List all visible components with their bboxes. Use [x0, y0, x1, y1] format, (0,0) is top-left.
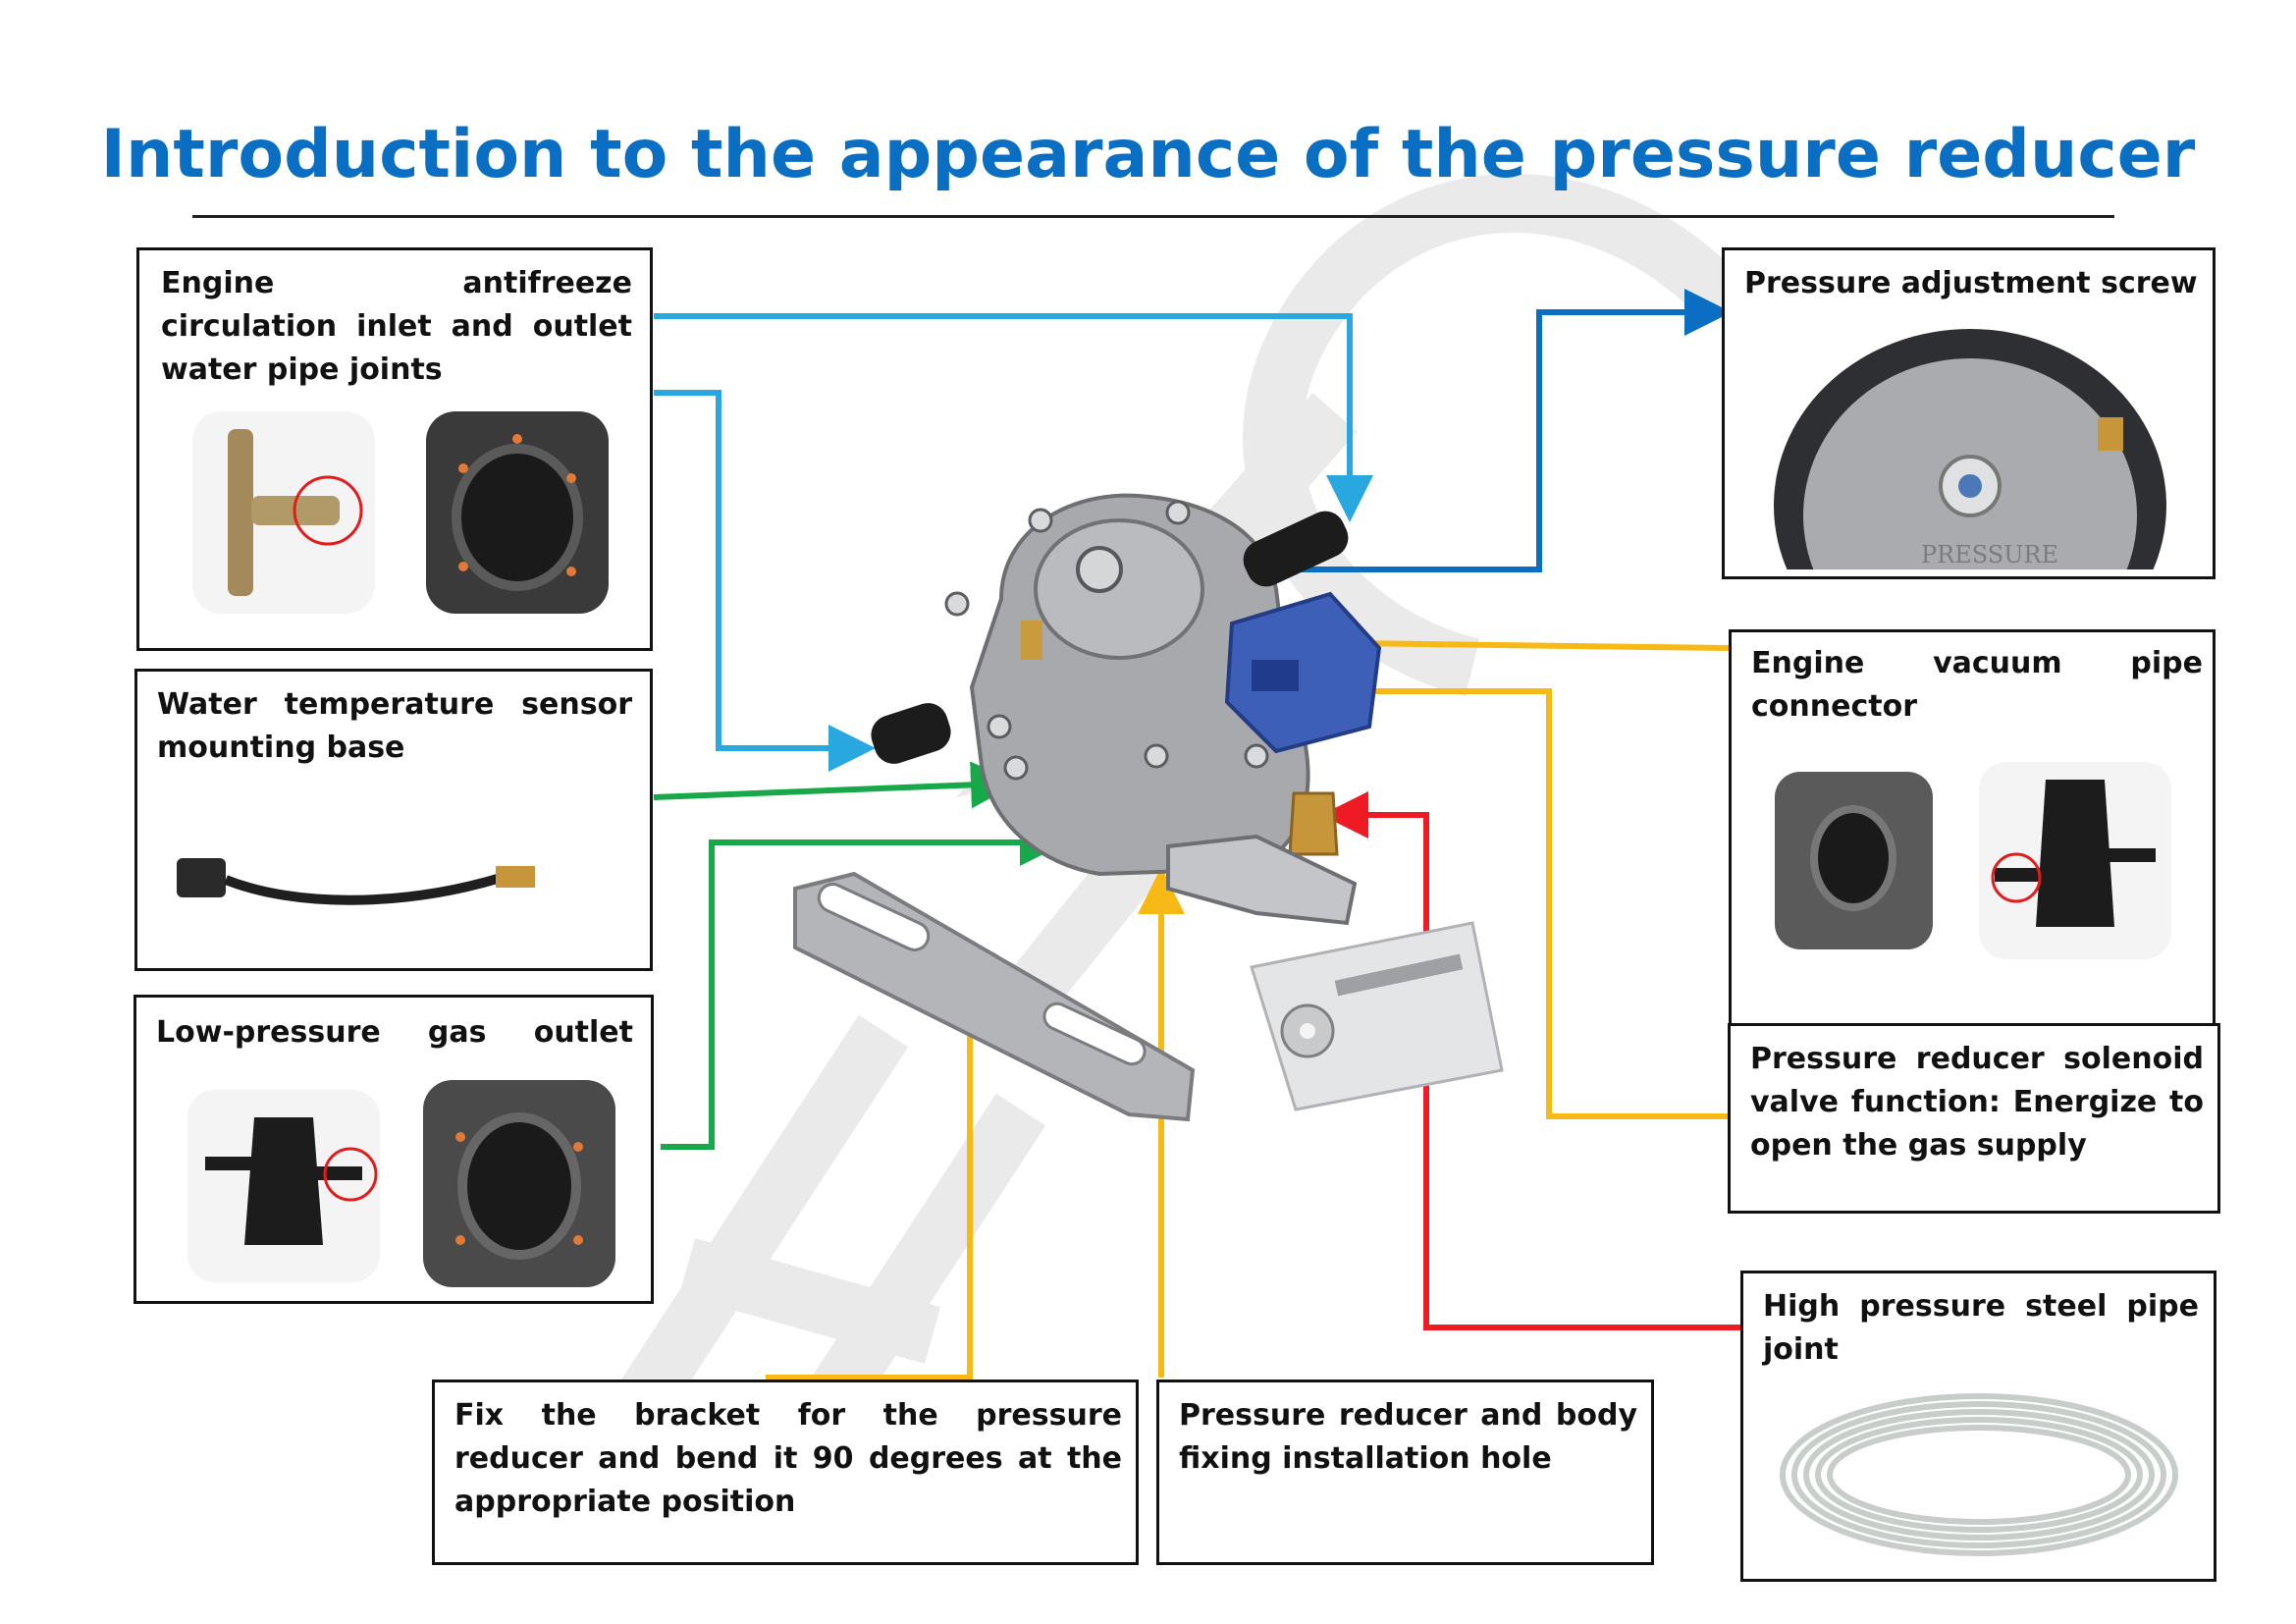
bolt: [1028, 508, 1053, 533]
line-antifreeze-lower: [654, 390, 876, 772]
callout-bracket-label: Fix the bracket for the pressure reducer…: [454, 1398, 1122, 1519]
callout-antifreeze: Engine antifreeze circulation inlet and …: [136, 247, 653, 651]
map-sensor-photo: [187, 1090, 380, 1282]
water-pipe-top: [1243, 511, 1349, 587]
line-bracket: [766, 965, 993, 1380]
steel-pipe-photo: [1780, 1393, 2178, 1556]
bolt: [1144, 743, 1169, 769]
adjustment-screw-hub: [1076, 546, 1123, 593]
embossed-text: PRESSURE: [1921, 541, 2058, 568]
bolt-long: [1334, 953, 1464, 997]
callout-bracket: Fix the bracket for the pressure reducer…: [432, 1380, 1139, 1565]
bolt: [1244, 743, 1269, 769]
tee-body: [228, 429, 253, 596]
sensor-brass-tip: [496, 866, 535, 888]
highlight-circle: [1991, 852, 2042, 903]
sensor-port: [2105, 848, 2156, 862]
callout-adjust-screw-label: Pressure adjustment screw: [1744, 266, 2198, 300]
temp-sensor-photo: [177, 858, 535, 905]
highlight-circle: [323, 1147, 378, 1202]
callout-fixing-hole: Pressure reducer and body fixing install…: [1156, 1380, 1654, 1565]
hose-opening: [1810, 805, 1896, 911]
pipe-coil: [1827, 1425, 2131, 1525]
reducer-dome: [1034, 518, 1204, 660]
sensor-body: [2036, 780, 2114, 927]
line-antifreeze-upper: [654, 313, 1373, 522]
tee-joint-photo: [192, 411, 375, 614]
sensor-port: [1995, 868, 2046, 882]
hose-opening: [457, 1112, 581, 1260]
washer-hole: [1300, 1023, 1315, 1039]
bracket-slot: [1042, 1001, 1147, 1066]
bolt: [1165, 500, 1191, 525]
pipe-coil: [1815, 1417, 2143, 1533]
pipe-coil: [1780, 1393, 2178, 1556]
bolt: [1003, 755, 1029, 781]
hose-opening: [452, 444, 583, 591]
callout-solenoid: Pressure reducer solenoid valve function…: [1728, 1023, 2220, 1214]
vacuum-hose-photo: [1775, 772, 1933, 949]
callout-vacuum: Engine vacuum pipe connector: [1729, 629, 2216, 1034]
callout-low-pressure: Low-pressure gas outlet: [133, 995, 654, 1304]
callout-water-temp-label: Water temperature sensor mounting base: [157, 687, 632, 765]
page-title: Introduction to the appearance of the pr…: [100, 116, 2196, 193]
brass-nipple: [2098, 417, 2123, 451]
bolt: [944, 591, 970, 617]
gas-hose-photo: [423, 1080, 615, 1287]
sensor-cable: [224, 873, 503, 905]
watermark-letter-c: [1243, 174, 1749, 697]
callout-water-temp: Water temperature sensor mounting base: [134, 669, 653, 971]
pipe-coil: [1791, 1401, 2166, 1548]
pipe-coil: [1803, 1409, 2155, 1541]
water-pipe-left: [871, 703, 951, 764]
callout-fixing-hole-label: Pressure reducer and body fixing install…: [1179, 1398, 1637, 1476]
title-underline: [192, 215, 2114, 218]
bracket-slot: [817, 883, 931, 951]
brass-fitting-small: [1021, 621, 1042, 660]
sensor-port: [313, 1166, 362, 1180]
callout-high-pressure: High pressure steel pipe joint: [1740, 1271, 2216, 1582]
water-hose-photo: [426, 411, 609, 614]
brass-fitting-inlet: [1288, 791, 1339, 856]
callout-high-pressure-label: High pressure steel pipe joint: [1763, 1289, 2199, 1367]
solenoid-valve: [1224, 591, 1382, 754]
solenoid-terminal: [1252, 660, 1299, 691]
sensor-body: [244, 1117, 323, 1245]
callout-low-pressure-label: Low-pressure gas outlet: [156, 1015, 633, 1050]
adjust-screw-photo: PRESSURE: [1774, 329, 2166, 569]
callout-solenoid-label: Pressure reducer solenoid valve function…: [1750, 1042, 2204, 1163]
callout-antifreeze-label: Engine antifreeze circulation inlet and …: [161, 266, 632, 387]
line-water-temp: [653, 761, 1018, 809]
highlight-circle: [293, 475, 363, 546]
vacuum-sensor-photo: [1979, 762, 2171, 959]
mounting-flange: [1166, 834, 1358, 926]
sensor-connector: [177, 858, 226, 897]
callout-vacuum-label: Engine vacuum pipe connector: [1751, 646, 2203, 724]
line-adjust-screw: [1107, 289, 1732, 572]
line-low-pressure: [661, 819, 1067, 1150]
bolt: [987, 714, 1012, 739]
sensor-port: [205, 1157, 254, 1170]
screw-hex: [1958, 474, 1982, 498]
callout-adjust-screw: Pressure adjustment screw PRESSURE: [1722, 247, 2216, 579]
line-solenoid: [1276, 668, 1728, 1119]
